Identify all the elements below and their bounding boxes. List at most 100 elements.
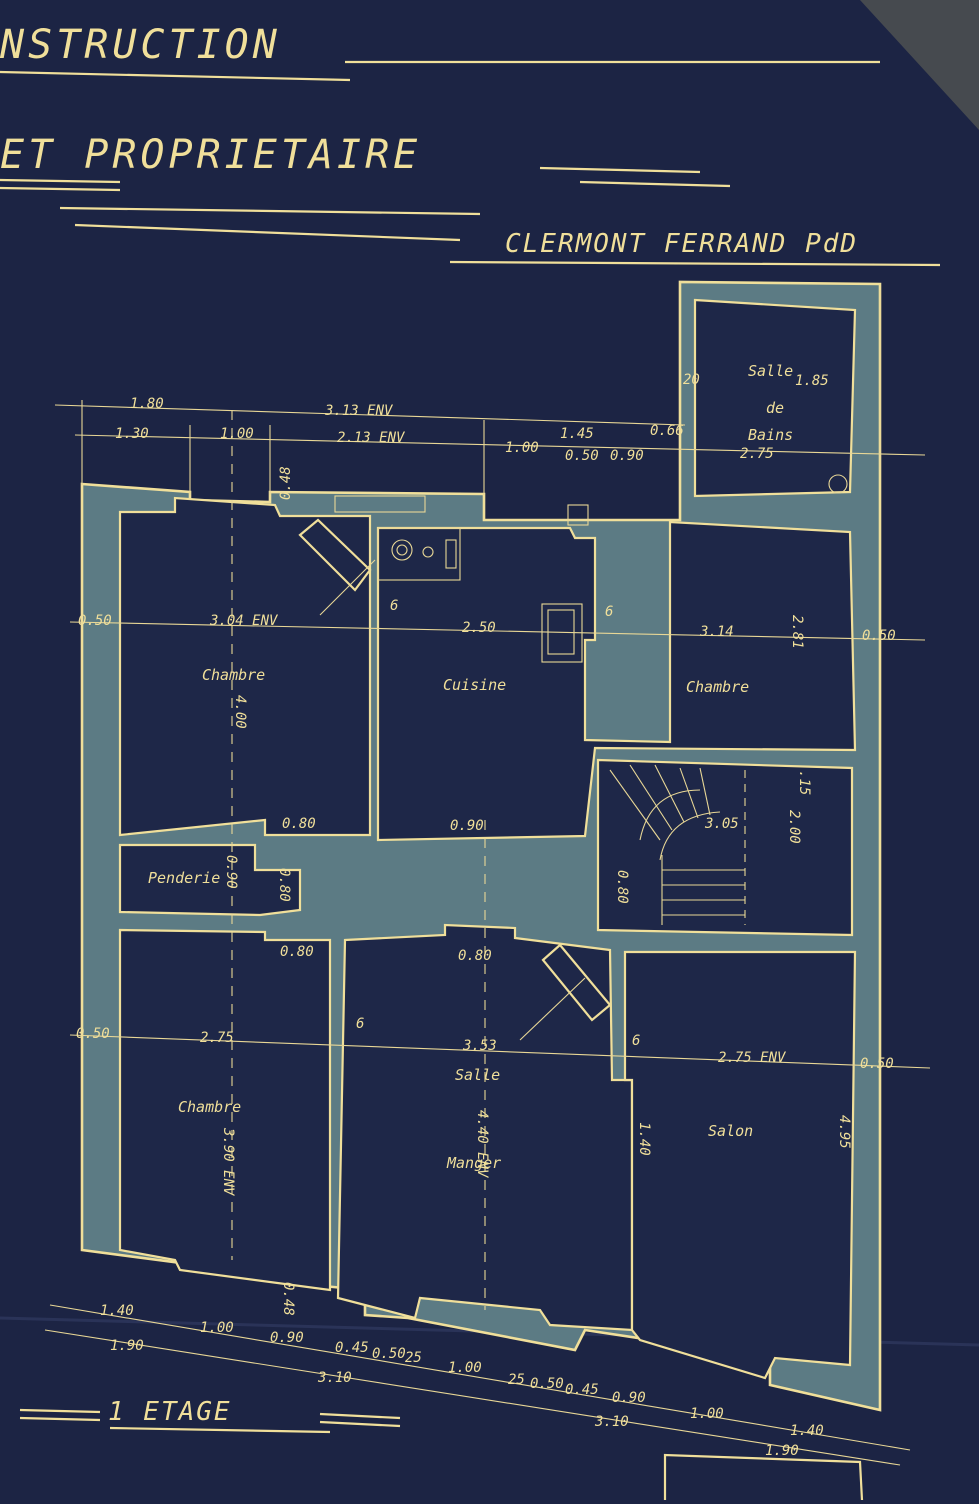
room-wardrobe: [118, 843, 302, 917]
dim-050: 0.50: [565, 448, 599, 464]
flue-icon: [567, 504, 589, 526]
door-leaf-top-left: [298, 518, 372, 592]
dim-bot-100b: 1.00: [448, 1360, 482, 1376]
dim-145: 1.45: [560, 426, 594, 442]
dim-bot-025: 25: [405, 1350, 422, 1366]
label-bathroom-3: Bains: [748, 426, 793, 444]
dim-bot-100c: 1.00: [690, 1406, 724, 1422]
floor-label-rule-left-2: [19, 1416, 101, 1422]
dim-line-bottom-2: [44, 1329, 901, 1466]
dim-bot-190b: 1.90: [765, 1443, 799, 1459]
dim-185: 1.85: [795, 373, 829, 389]
burner-inner-icon: [396, 544, 408, 556]
dim-20: 20: [683, 372, 700, 388]
title-block: NSTRUCTION ET PROPRIETAIRE CLERMONT FERR…: [0, 22, 941, 267]
dim-440: 4.40 ENV: [474, 1110, 490, 1179]
dim-275env: 2.75 ENV: [718, 1050, 787, 1066]
dim-314: 3.14: [699, 624, 734, 640]
title-construction: NSTRUCTION: [0, 22, 281, 68]
dim-390: 3.90 ENV: [220, 1127, 236, 1197]
label-bathroom-2: de: [766, 399, 784, 417]
mark-6d: 6: [632, 1033, 640, 1049]
dim-180: 1.80: [130, 396, 164, 412]
burner-small-icon: [422, 546, 434, 558]
title-rule-4: [0, 178, 121, 184]
dim-line-top-1: [54, 404, 686, 426]
dimension-lines: [44, 290, 931, 1466]
title-rule: [0, 70, 351, 82]
stair-step: [609, 769, 661, 841]
dim-line-row-1: [69, 621, 926, 641]
dim-275: 2.75: [200, 1030, 234, 1046]
dim-200: 2.00: [786, 810, 802, 844]
stair-step: [629, 764, 673, 831]
dim-305: 3.05: [704, 816, 739, 832]
label-dining-1: Salle: [455, 1066, 500, 1084]
title-rule-7: [74, 223, 461, 242]
dim-bot-025b: 25: [508, 1372, 525, 1388]
dim-line-top-2: [74, 434, 926, 456]
dim-bot-050: 0.50: [372, 1346, 406, 1362]
dimension-labels: 1.80 3.13 ENV 1.30 1.00 2.13 ENV 1.00 1.…: [76, 372, 896, 1459]
dim-090: 0.90: [610, 448, 644, 464]
dim-250: 2.50: [462, 620, 496, 636]
label-bedroom-top-right: Chambre: [686, 678, 749, 696]
oven-handle-icon: [445, 539, 457, 569]
door-arc-top-left: [319, 559, 376, 616]
dim-281: 2.81: [789, 615, 805, 649]
door-arc-dining: [519, 977, 586, 1041]
dim-bot-090b: 0.90: [612, 1390, 646, 1406]
mark-6b: 6: [605, 604, 613, 620]
dim-line-bottom-1: [49, 1304, 911, 1451]
floor-label-rule-right: [319, 1412, 401, 1420]
label-dining-2: Manger: [446, 1154, 501, 1172]
dim-140-salon: 1.40: [636, 1122, 652, 1156]
label-bathroom-1: Salle: [748, 362, 793, 380]
dim-bot-140: 1.40: [100, 1303, 134, 1319]
dim-bot-140b: 1.40: [790, 1423, 824, 1439]
mark-6c: 6: [356, 1016, 364, 1032]
dim-bot-045b: 0.45: [565, 1382, 599, 1398]
dim-080b: 0.80: [280, 944, 314, 960]
vent-grille-icon: [334, 495, 426, 513]
paper-corner-fold: [860, 0, 979, 130]
label-wardrobe: Penderie: [148, 869, 220, 887]
dim-bot-310: 3.10: [317, 1370, 352, 1386]
dim-400: 4.00: [232, 695, 248, 729]
walls: [80, 280, 882, 1412]
dim-bot-050b: 0.50: [530, 1376, 564, 1392]
dim-050-right: 0.50: [862, 628, 896, 644]
floor-label-rule-left: [19, 1408, 101, 1414]
dim-353: 3.53: [462, 1038, 497, 1054]
drain-icon: [828, 474, 848, 494]
dim-080-stair: 0.80: [614, 870, 630, 904]
dim-130: 1.30: [115, 426, 149, 442]
dim-495: 4.95: [836, 1115, 852, 1149]
dim-304: 3.04 ENV: [209, 613, 279, 629]
dim-048b: 0.48: [280, 1282, 296, 1316]
title-rule-2: [539, 166, 701, 174]
room-bedroom-bottom-left: [118, 928, 332, 1292]
label-kitchen: Cuisine: [443, 676, 506, 694]
lower-plan-fragment: [663, 1453, 864, 1501]
dim-bot-090: 0.90: [270, 1330, 304, 1346]
floor-label: 1 ETAGE: [108, 1397, 232, 1427]
stair-step: [654, 764, 685, 823]
room-kitchen-bedroom: [376, 520, 857, 842]
dim-bot-045: 0.45: [335, 1340, 369, 1356]
title-proprietaire: ET PROPRIETAIRE: [0, 132, 421, 178]
label-bedroom-top-left: Chambre: [202, 666, 265, 684]
location-text: CLERMONT FERRAND PdD: [505, 229, 858, 259]
room-bedroom-top-left: [118, 496, 372, 837]
dim-050-left: 0.50: [78, 613, 112, 629]
dim-090-door: 0.90: [450, 818, 484, 834]
title-rule-6: [59, 206, 481, 216]
dim-080-pend: 0.80: [276, 868, 292, 902]
dim-100: 1.00: [220, 426, 254, 442]
dim-bot-190: 1.90: [110, 1338, 144, 1354]
room-labels: Chambre Cuisine Chambre Salle de Bains P…: [148, 362, 793, 1172]
dim-313: 3.13 ENV: [324, 403, 394, 419]
floor-label-block: 1 ETAGE: [19, 1397, 864, 1501]
title-rule-3: [579, 180, 731, 188]
